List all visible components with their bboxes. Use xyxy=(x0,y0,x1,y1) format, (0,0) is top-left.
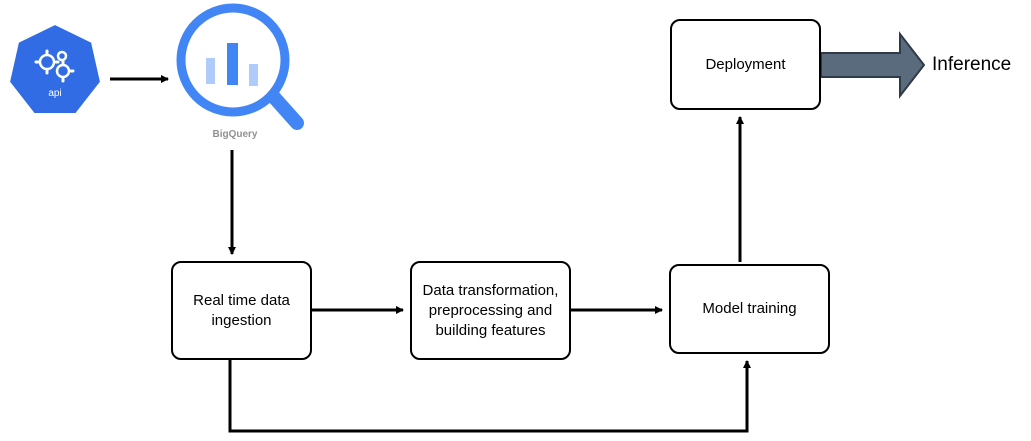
arrow-ingestion-to-training-loop xyxy=(228,360,751,433)
node-model-training: Model training xyxy=(669,264,830,354)
api-label: api xyxy=(48,88,62,99)
node-real-time-data-ingestion: Real time data ingestion xyxy=(171,261,312,360)
node-deployment: Deployment xyxy=(670,19,821,110)
node-data-transformation: Data transformation, preprocessing and b… xyxy=(410,261,571,360)
inference-label: Inference xyxy=(932,54,1012,75)
arrow-deployment-to-inference xyxy=(820,31,926,99)
bigquery-label: BigQuery xyxy=(212,129,258,140)
bigquery-icon xyxy=(176,3,304,130)
api-icon xyxy=(7,22,103,115)
